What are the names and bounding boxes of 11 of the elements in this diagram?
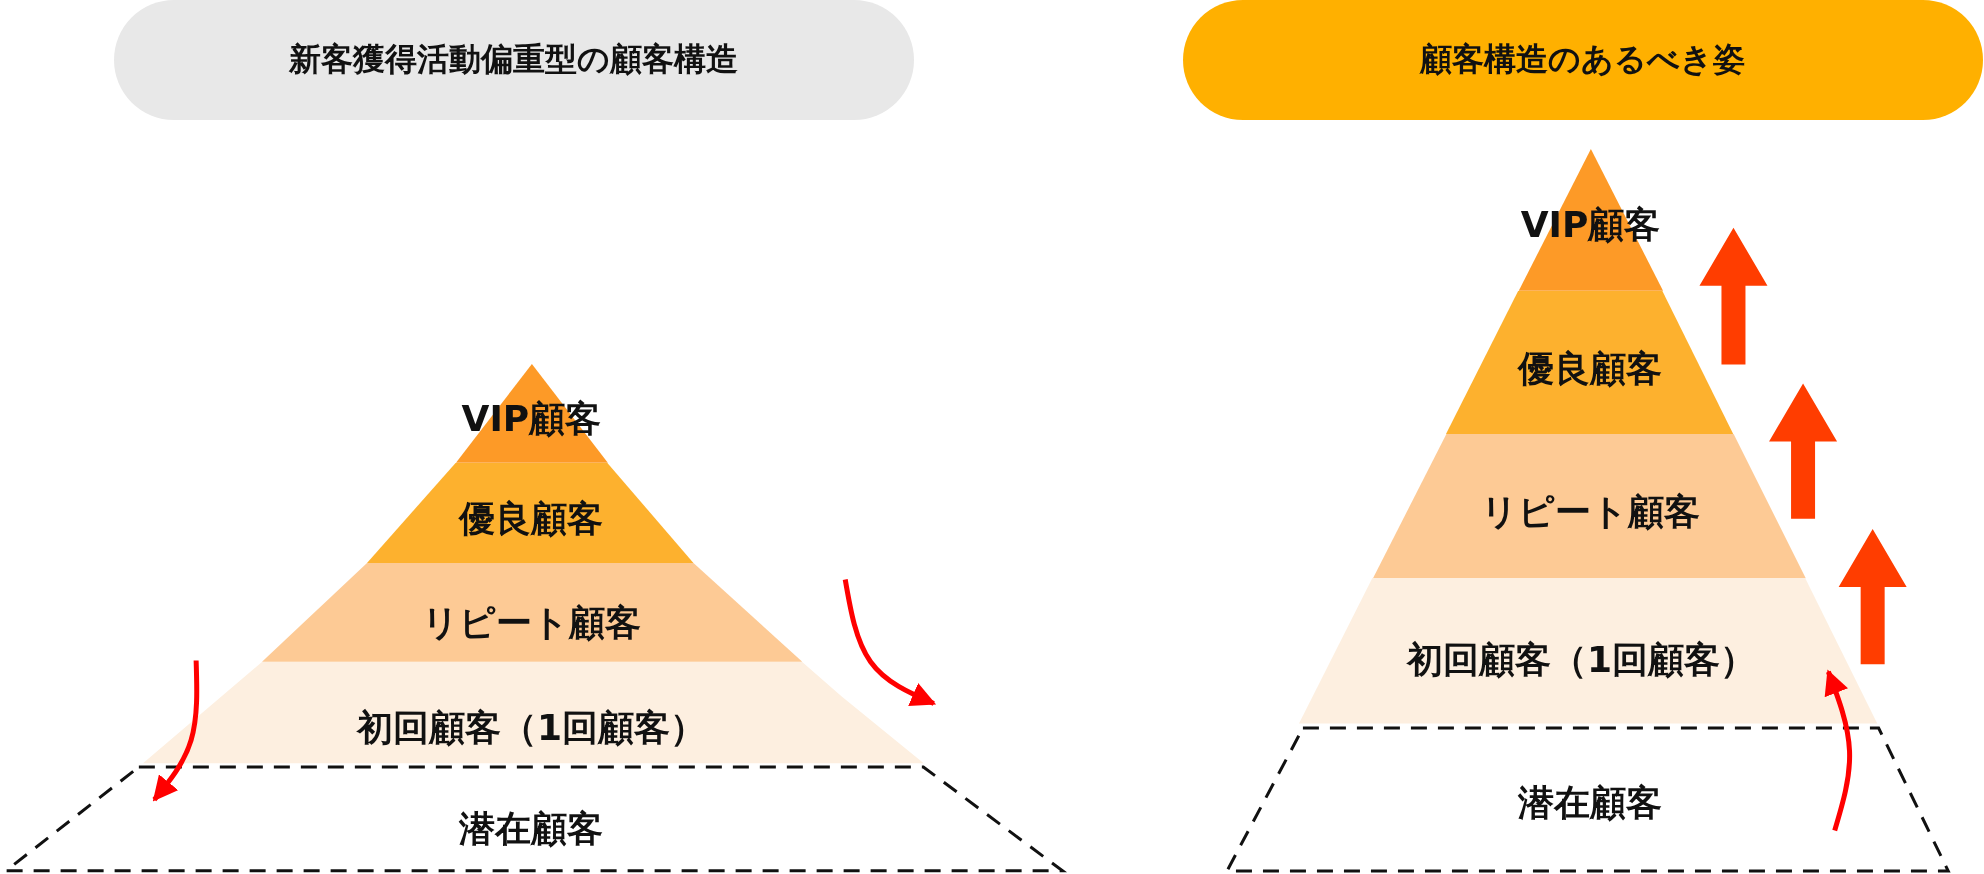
tier-label: リピート顧客 (1479, 490, 1701, 535)
tier-label: 初回顧客（1回顧客） (1405, 638, 1758, 683)
tier-label: リピート顧客 (420, 600, 642, 645)
title-pill: 顧客構造のあるべき姿 (1183, 0, 1983, 121)
tier-label: 優良顧客 (1516, 347, 1664, 392)
arrow (1824, 669, 1853, 832)
tier-label: 潜在顧客 (1517, 781, 1664, 826)
tier-label: 初回顧客（1回顧客） (355, 705, 707, 750)
tier-label: 優良顧客 (457, 496, 605, 541)
tier-label: 潜在顧客 (458, 806, 605, 851)
title-pill: 新客獲得活動偏重型の顧客構造 (113, 0, 914, 121)
